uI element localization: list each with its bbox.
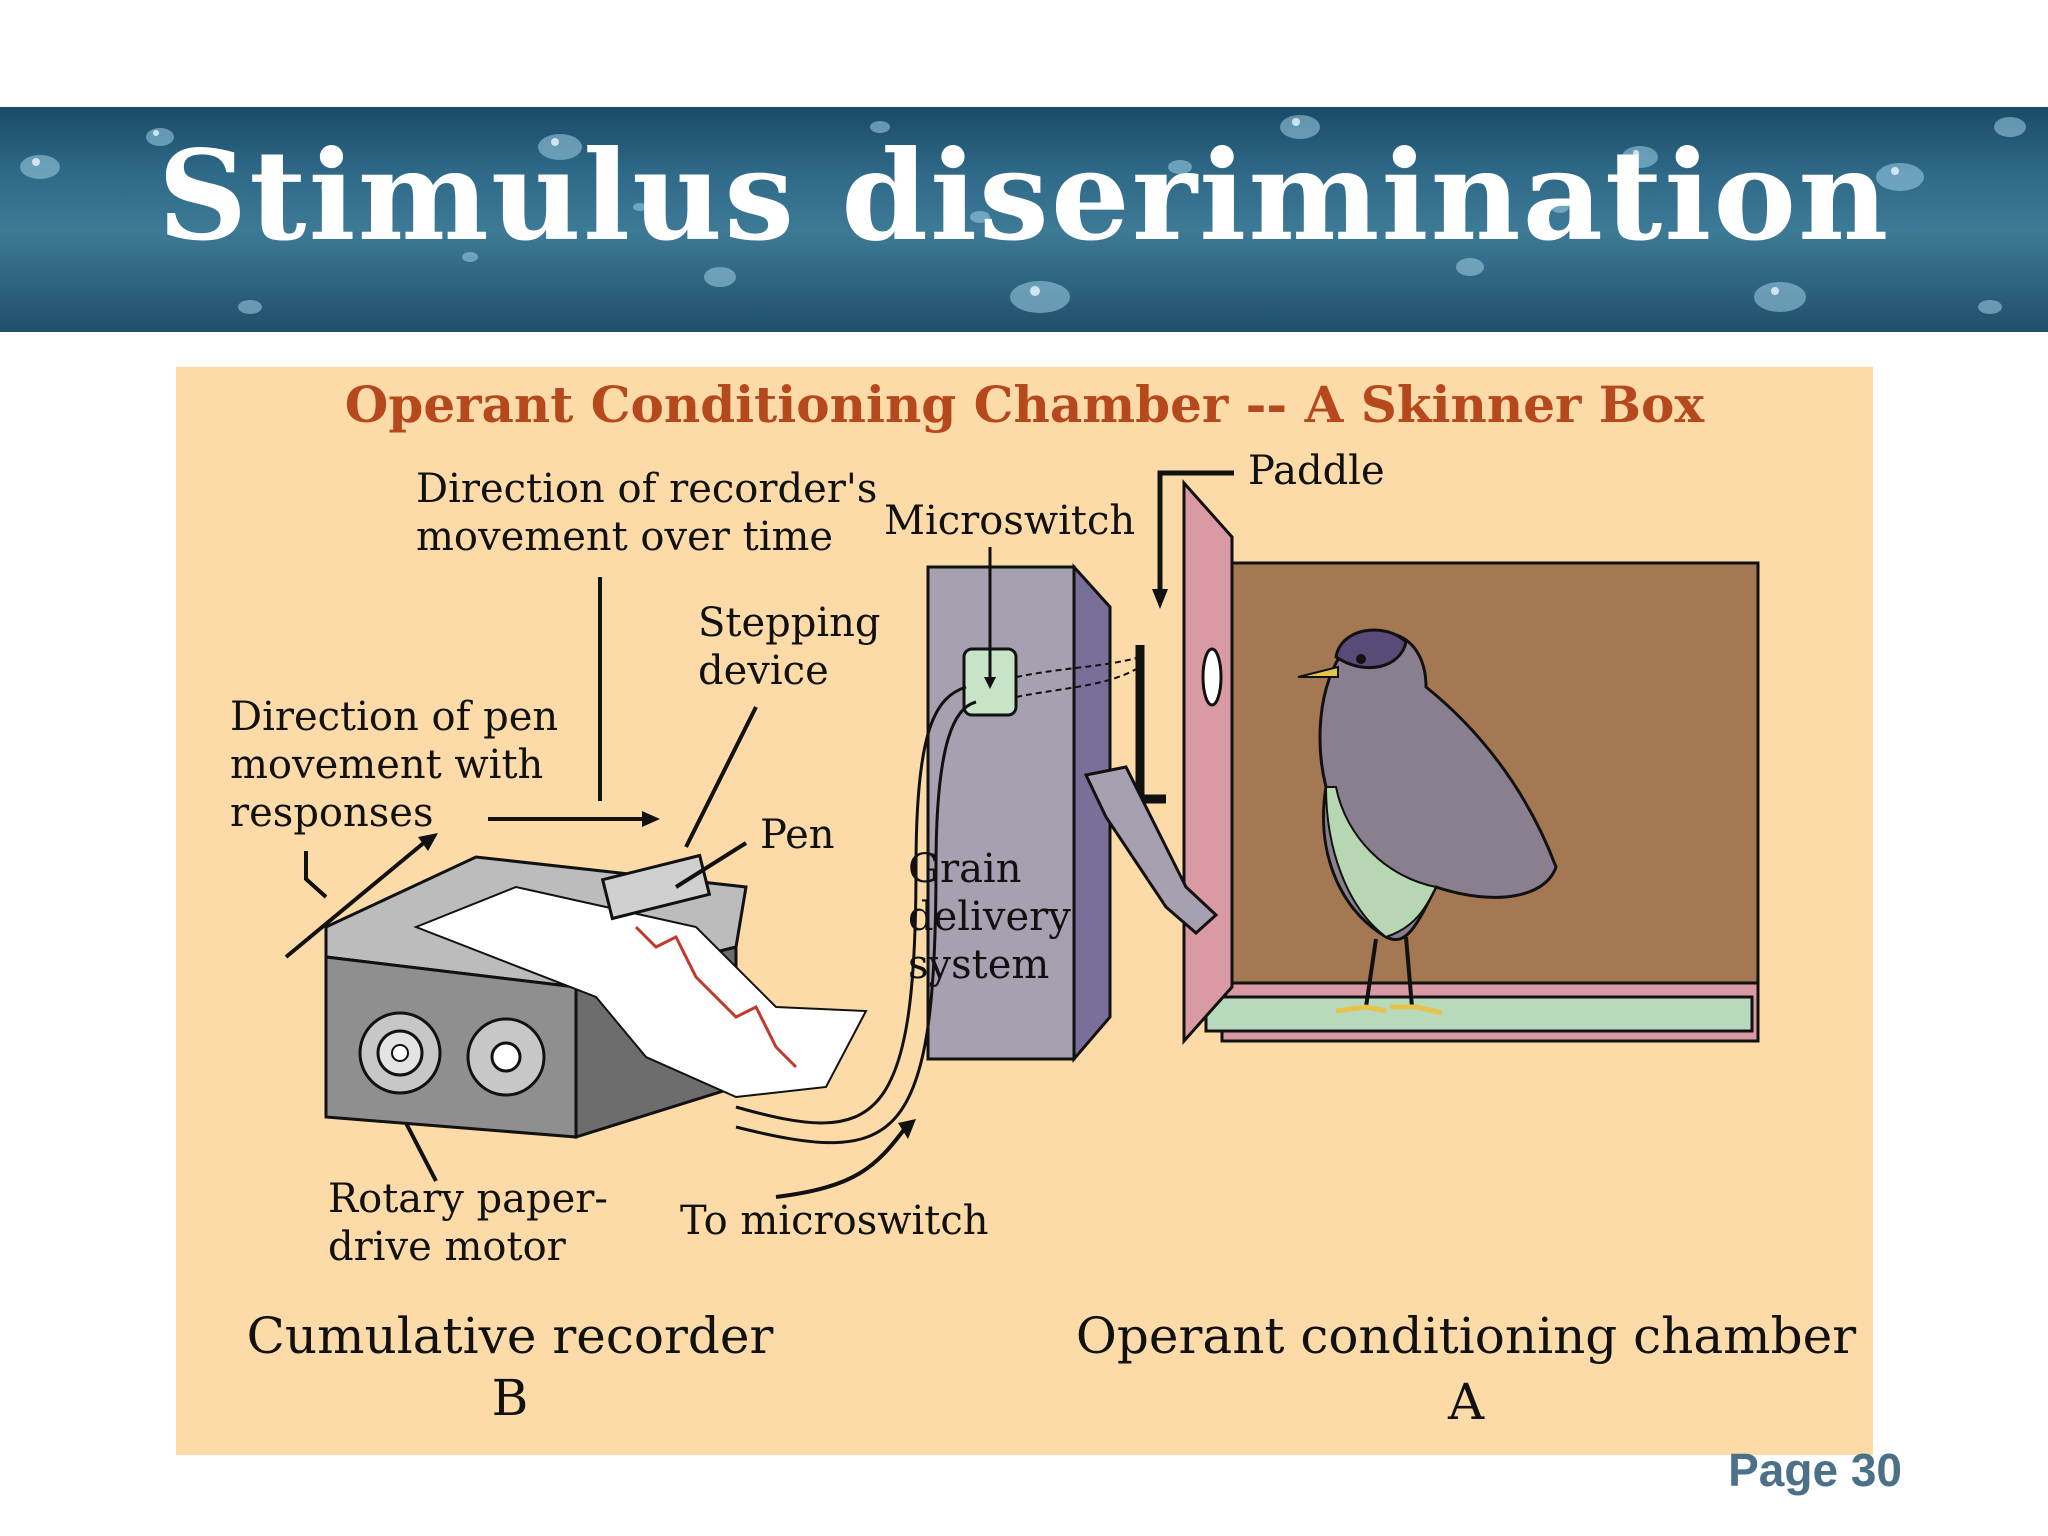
label-rotary-motor: Rotary paper- drive motor <box>328 1176 608 1270</box>
switch-bracket <box>1135 645 1166 804</box>
chamber-floor-grid <box>1204 995 1754 1033</box>
to-microswitch-arrow <box>775 1125 908 1199</box>
water-droplets-background <box>20 115 2026 314</box>
skinner-box-figure: Operant Conditioning Chamber -- A Skinne… <box>176 367 1873 1455</box>
paddle-pointer-line <box>1157 470 1234 597</box>
recorder-trace <box>634 925 798 1069</box>
label-microswitch: Microswitch <box>884 498 1136 544</box>
section-chamber-name: Operant conditioning chamber <box>1075 1307 1857 1365</box>
label-paddle: Paddle <box>1248 448 1385 494</box>
grain-box-side <box>1072 563 1112 1064</box>
paddle <box>1201 647 1223 707</box>
section-chamber-letter: A <box>1447 1373 1485 1431</box>
pigeon-eye <box>1356 654 1366 664</box>
paddle-panel <box>1182 479 1234 1045</box>
wire-1 <box>735 685 967 1125</box>
slide-title: Stimulus diserimination <box>157 124 1891 269</box>
title-banner <box>0 107 2048 332</box>
wire-2 <box>735 700 977 1145</box>
skinner-box-illustration <box>284 470 1760 1199</box>
stepping-device <box>600 853 712 921</box>
label-direction-recorder: Direction of recorder's movement over ti… <box>416 466 878 560</box>
label-to-microswitch: To microswitch <box>680 1198 989 1244</box>
section-recorder-letter: B <box>491 1369 529 1427</box>
figure-heading: Operant Conditioning Chamber -- A Skinne… <box>344 375 1705 434</box>
label-direction-pen: Direction of pen movement with responses <box>230 694 559 836</box>
pigeon-breast <box>1324 786 1438 939</box>
grain-chute <box>1083 765 1219 936</box>
page-number: Page 30 <box>1728 1444 1902 1496</box>
pigeon-head <box>1334 628 1408 670</box>
section-recorder-name: Cumulative recorder <box>246 1307 774 1365</box>
label-stepping-device: Stepping device <box>698 600 881 694</box>
pigeon-beak <box>1297 665 1339 678</box>
label-pen: Pen <box>760 812 835 858</box>
recorder-paper <box>413 885 868 1099</box>
label-grain-delivery: Grain delivery system <box>908 846 1071 988</box>
